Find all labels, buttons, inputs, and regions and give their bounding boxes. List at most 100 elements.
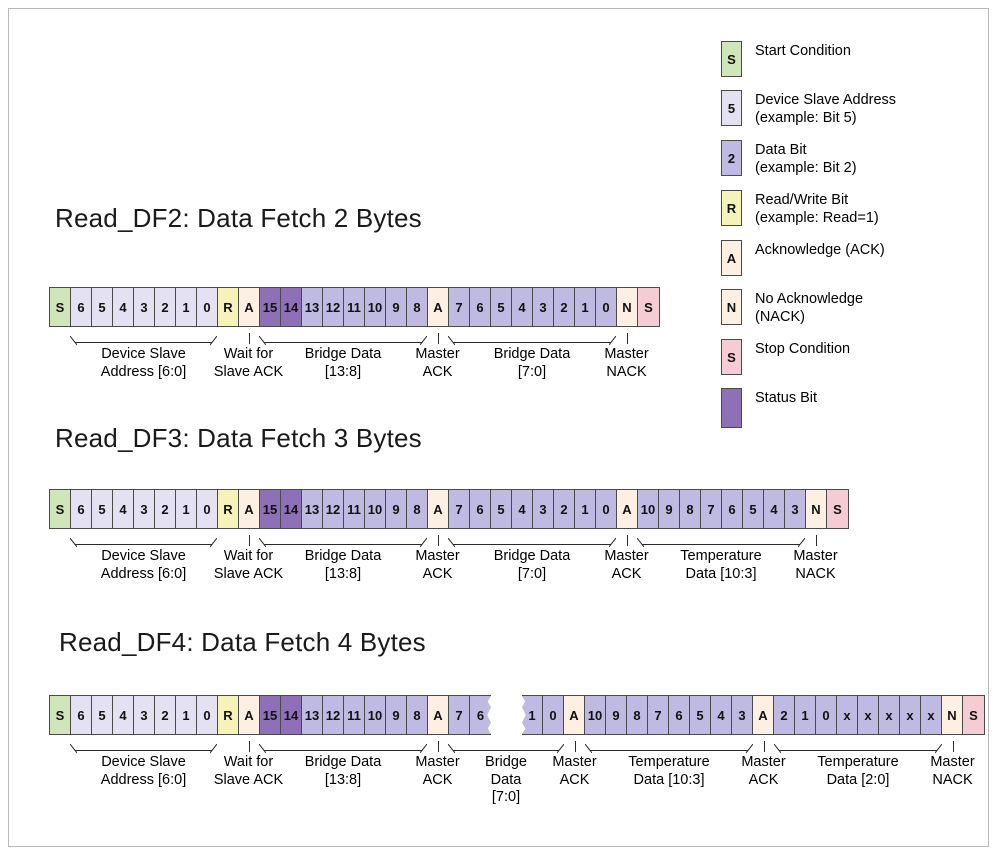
legend-label-line2: (example: Bit 2) bbox=[755, 160, 857, 176]
annotation-label-line1: Bridge Data bbox=[493, 346, 571, 362]
legend-label-ack: Acknowledge (ACK) bbox=[755, 240, 885, 259]
brace-left-tip bbox=[447, 535, 456, 548]
annotation-label-line2: ACK bbox=[422, 363, 453, 380]
annotation-tick bbox=[753, 741, 774, 752]
bit-cell-ack: A bbox=[239, 696, 260, 734]
bit-cell-data: 5 bbox=[491, 490, 512, 528]
bit-cell-addr: 0 bbox=[197, 490, 218, 528]
legend-swatch-stop: S bbox=[721, 339, 742, 375]
section-title: Read_DF2: Data Fetch 2 Bytes bbox=[55, 203, 422, 233]
bit-cell-stop: S bbox=[963, 696, 984, 734]
annotation-label-line2: ACK bbox=[422, 771, 453, 788]
bit-cell-data: 13 bbox=[302, 696, 323, 734]
annotation-tick bbox=[427, 535, 448, 546]
section-title: Read_DF4: Data Fetch 4 Bytes bbox=[59, 627, 426, 657]
bit-cell-addr: 3 bbox=[134, 288, 155, 326]
bit-cell-data: 3 bbox=[533, 288, 554, 326]
brace-left-tip bbox=[258, 741, 267, 754]
bit-cell-ack: A bbox=[753, 696, 774, 734]
annotation-label-line1: Device Slave bbox=[101, 754, 186, 770]
bit-cell-data: 6 bbox=[470, 288, 491, 326]
annotation-label-line2: Data [10:3] bbox=[633, 771, 705, 788]
legend-label-status: Status Bit bbox=[755, 388, 817, 407]
annotation-label-line2: Data [10:3] bbox=[685, 565, 757, 582]
bit-cell-ack: A bbox=[239, 288, 260, 326]
brace-bar bbox=[453, 342, 611, 343]
bit-cell-ack: A bbox=[239, 490, 260, 528]
brace-right-tip bbox=[419, 535, 428, 548]
annotation-label-line1: Master bbox=[793, 548, 838, 564]
tick-line bbox=[437, 333, 439, 344]
bit-cell-data: 6 bbox=[470, 696, 491, 734]
bit-cell-data: 7 bbox=[648, 696, 669, 734]
legend-label-line1: No Acknowledge bbox=[755, 291, 864, 307]
legend-label-rw: Read/Write Bit(example: Read=1) bbox=[755, 190, 879, 227]
bit-cell-data: 8 bbox=[407, 696, 428, 734]
brace-right-tip bbox=[608, 535, 617, 548]
bit-cell-addr: 5 bbox=[92, 288, 113, 326]
annotation-label-line2: Address [6:0] bbox=[100, 363, 187, 380]
bit-cell-addr: 1 bbox=[176, 288, 197, 326]
annotation-label-line2: ACK bbox=[559, 771, 590, 788]
bit-cell-data: 12 bbox=[323, 490, 344, 528]
legend-label-nack: No Acknowledge (NACK) bbox=[755, 289, 863, 326]
annotation-brace bbox=[447, 741, 565, 754]
legend-label-data: Data Bit(example: Bit 2) bbox=[755, 140, 857, 177]
tick-line bbox=[626, 333, 628, 344]
annotation-label-line1: Master bbox=[604, 548, 649, 564]
bit-cell-data: 9 bbox=[659, 490, 680, 528]
bit-cell-addr: 5 bbox=[92, 696, 113, 734]
bit-cell-data: 0 bbox=[596, 288, 617, 326]
bit-cell-data: 9 bbox=[606, 696, 627, 734]
legend-label-line2: (NACK) bbox=[755, 309, 805, 325]
annotation-label-line2: [13:8] bbox=[324, 771, 362, 788]
legend-label-line2: (example: Read=1) bbox=[755, 210, 879, 226]
annotation-brace bbox=[69, 333, 218, 346]
bit-cell-status: 15 bbox=[260, 696, 281, 734]
legend-swatch-start: S bbox=[721, 41, 742, 77]
annotation-label-line2: ACK bbox=[748, 771, 779, 788]
annotation-label-line2: Slave ACK bbox=[213, 565, 284, 582]
bit-cell-data: 13 bbox=[302, 490, 323, 528]
bit-cell-ack: A bbox=[428, 288, 449, 326]
bit-cell-data: 7 bbox=[449, 288, 470, 326]
annotation-label-line1: Master bbox=[415, 346, 460, 362]
annotation-label-line2: Address [6:0] bbox=[100, 565, 187, 582]
bit-cell-data: 7 bbox=[449, 490, 470, 528]
brace-bar bbox=[264, 342, 422, 343]
annotation-label-line2: Address [6:0] bbox=[100, 771, 187, 788]
legend-label-line1: Start Condition bbox=[755, 43, 851, 59]
annotation-label-line2: NACK bbox=[932, 771, 973, 788]
bit-cell-data: 10 bbox=[365, 490, 386, 528]
bit-cell-nack: N bbox=[806, 490, 827, 528]
bit-cell-start: S bbox=[50, 490, 71, 528]
annotation-label-line1: Master bbox=[930, 754, 975, 770]
annotation-label-line2: Data [2:0] bbox=[826, 771, 890, 788]
tick-line bbox=[815, 535, 817, 546]
bit-cell-data: 8 bbox=[407, 288, 428, 326]
annotation-label-line1: Master bbox=[741, 754, 786, 770]
bit-cell-addr: 0 bbox=[197, 696, 218, 734]
annotation-brace bbox=[447, 535, 617, 548]
legend-item-start: S Start Condition bbox=[721, 41, 989, 77]
annotation-label-line1: Device Slave bbox=[101, 346, 186, 362]
annotation-label-line1: Bridge Data bbox=[493, 548, 571, 564]
brace-left-tip bbox=[69, 333, 78, 346]
bit-cell-addr: 0 bbox=[197, 288, 218, 326]
bit-cell-data: 10 bbox=[365, 288, 386, 326]
bit-cell-data: 11 bbox=[344, 696, 365, 734]
annotation-label-line1: Device Slave bbox=[101, 548, 186, 564]
bit-cell-data: 4 bbox=[711, 696, 732, 734]
